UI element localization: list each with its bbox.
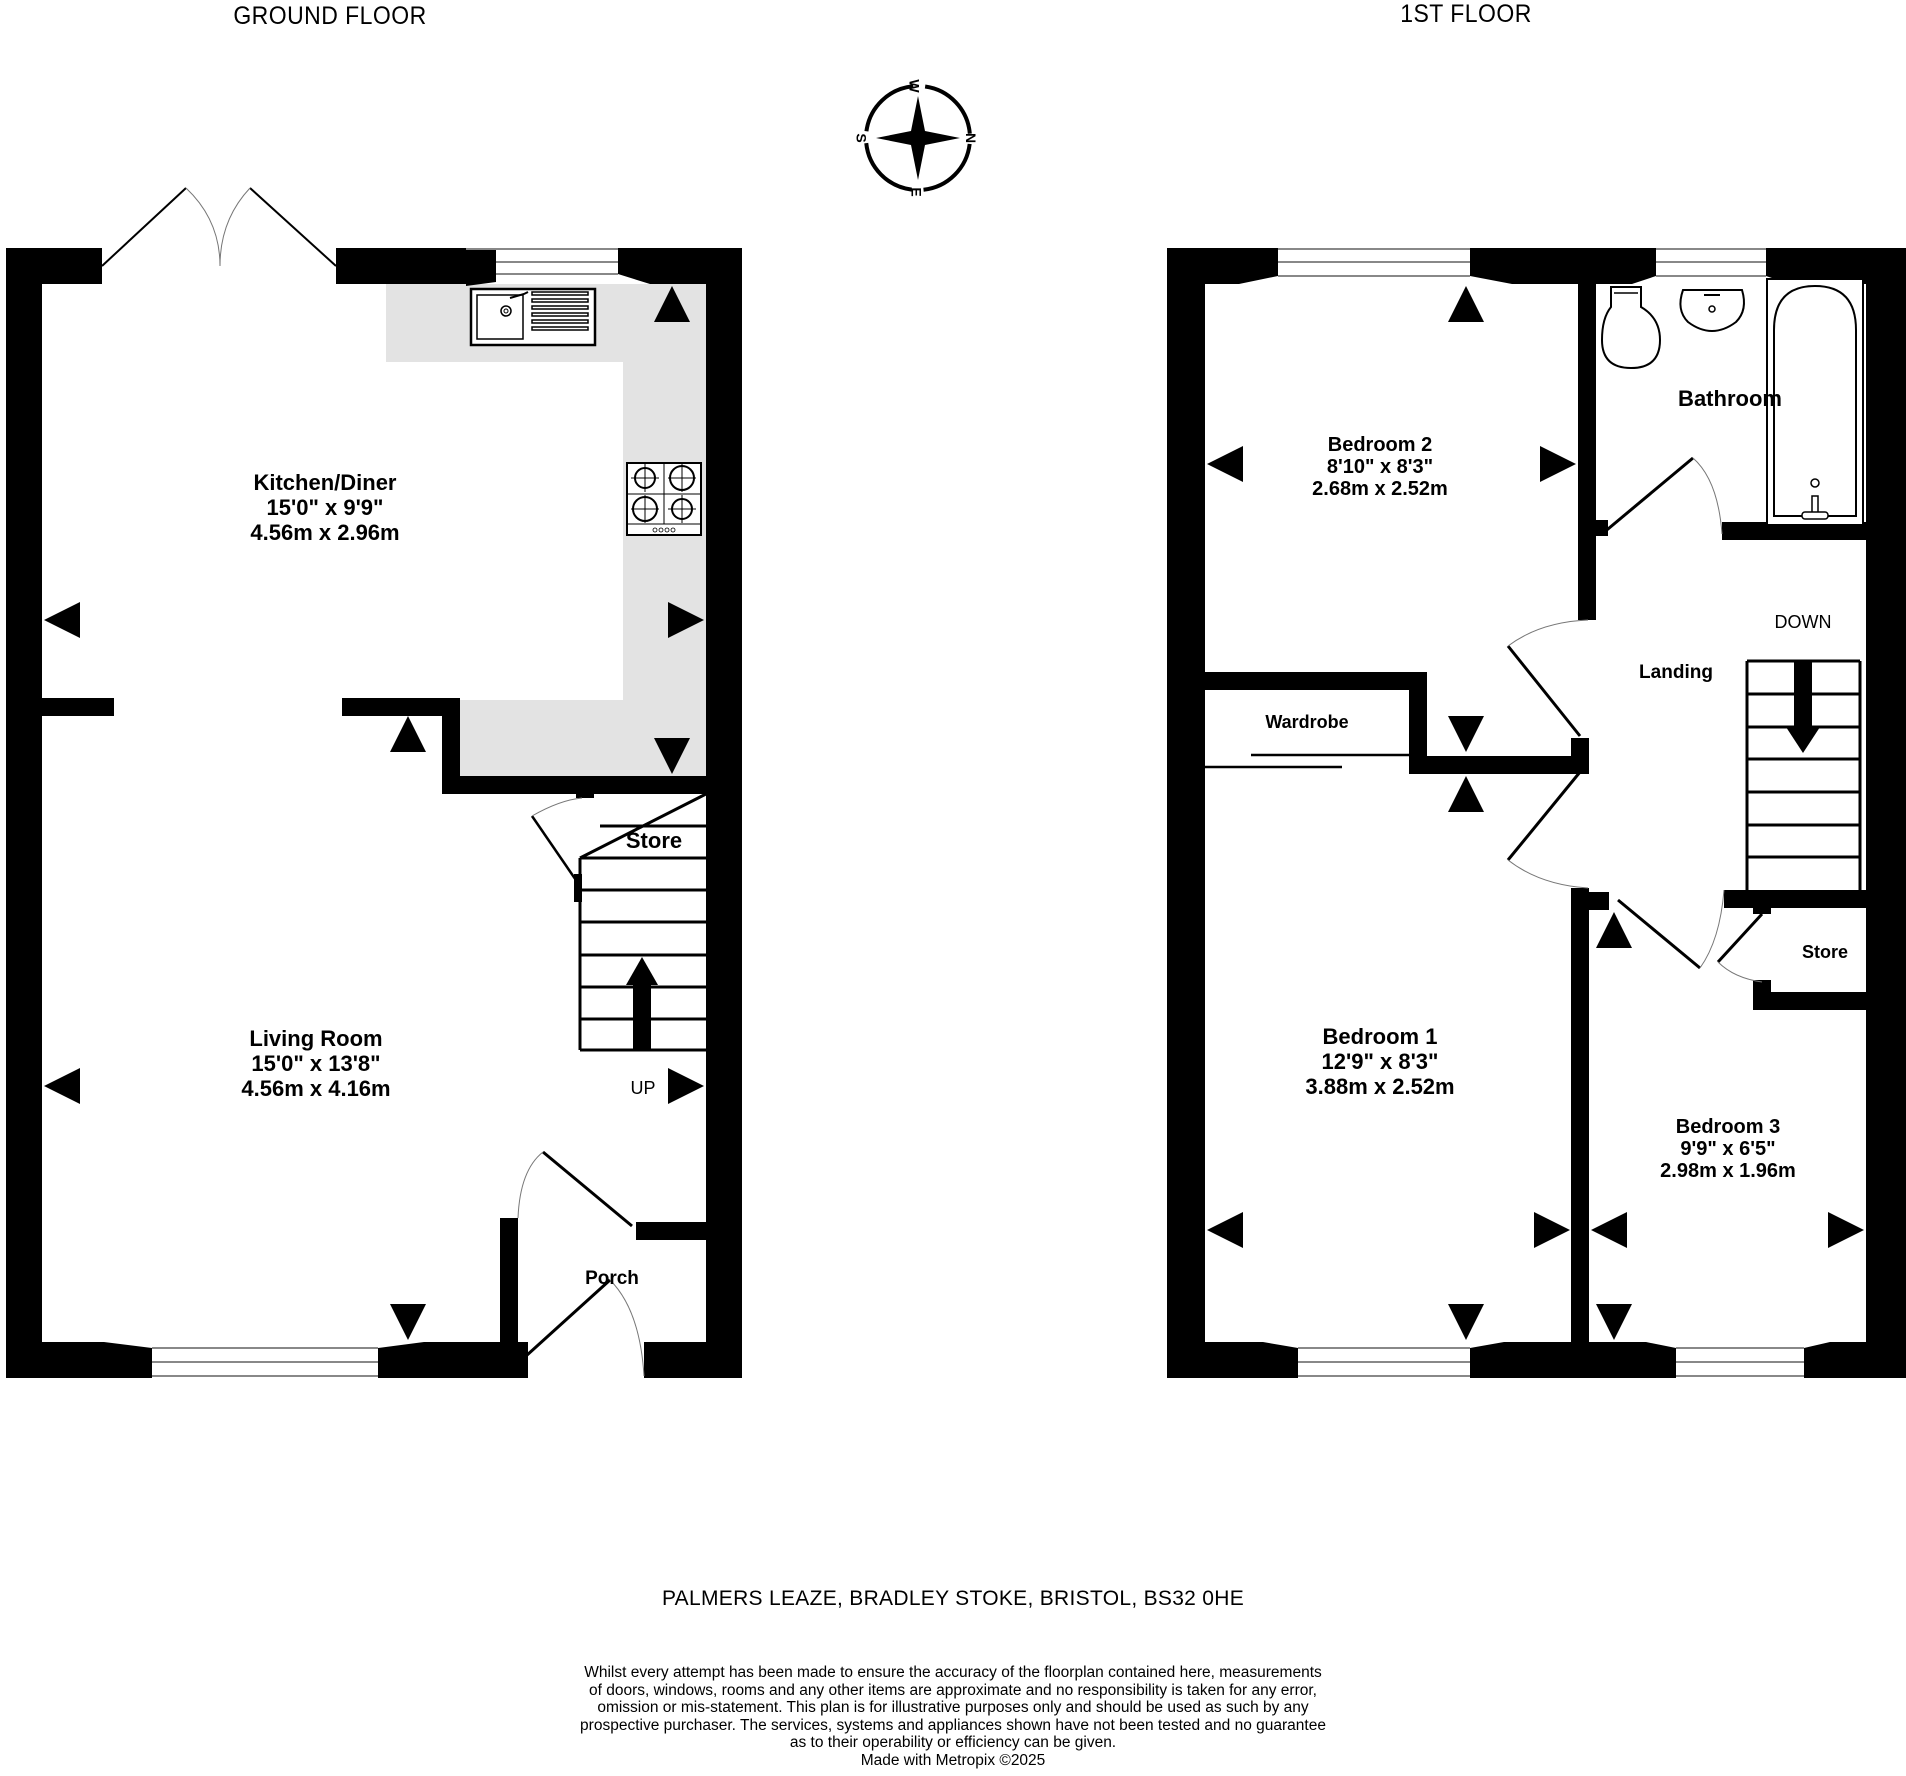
stairs-up-label: UP [630,1078,656,1098]
first-floor-plan [1167,248,1906,1378]
compass-label-w: W [906,79,923,93]
room-name: Bedroom 3 [1675,1116,1781,1138]
room-metric-dims: 2.68m x 2.52m [1312,478,1448,500]
room-imperial-dims: 8'10" x 8'3" [1326,456,1434,478]
first-floor-windows [1278,248,1804,1377]
room-name: Bedroom 2 [1327,434,1433,456]
stairs-down-arrow-icon [1786,661,1820,753]
room-imperial-dims: 9'9" x 6'5" [1680,1138,1776,1160]
room-landing: Landing [1639,662,1713,683]
measurement-arrows-first [1207,286,1864,1340]
room-imperial-dims: 15'0" x 9'9" [266,495,384,520]
basin-icon [1679,289,1745,332]
room-bathroom: Bathroom [1678,386,1782,411]
sink-icon [469,287,597,347]
compass-icon [864,84,972,192]
room-name: Living Room [249,1026,383,1051]
stairs-down-label: DOWN [1774,612,1832,632]
disclaimer-line: as to their operability or efficiency ca… [789,1734,1117,1751]
room-bedroom-1: Bedroom 1 12'9" x 8'3" 3.88m x 2.52m [1305,1024,1454,1099]
room-kitchen-diner: Kitchen/Diner 15'0" x 9'9" 4.56m x 2.96m [250,470,399,545]
compass-label-n: N [963,132,980,144]
living-room-window [152,1347,378,1377]
first-floor-doors [1506,456,1764,983]
compass-label-s: S [853,133,870,143]
kitchen-counter [386,284,706,776]
ground-floor-plan [6,187,742,1378]
room-imperial-dims: 15'0" x 13'8" [251,1051,381,1076]
room-living-room: Living Room 15'0" x 13'8" 4.56m x 4.16m [241,1026,390,1101]
first-floor-title: 1ST FLOOR [1400,0,1532,28]
room-wardrobe: Wardrobe [1265,712,1349,732]
disclaimer-line: of doors, windows, rooms and any other i… [588,1681,1317,1699]
room-metric-dims: 4.56m x 2.96m [250,520,400,545]
ground-floor-title: GROUND FLOOR [233,2,427,30]
room-bedroom-3: Bedroom 3 9'9" x 6'5" 2.98m x 1.96m [1660,1116,1796,1182]
room-store-ground: Store [625,828,683,853]
interior-walls-ground [42,698,742,1378]
room-metric-dims: 3.88m x 2.52m [1305,1074,1455,1099]
staircase-first [1745,659,1862,890]
toilet-icon [1600,286,1662,370]
room-store-first: Store [1801,942,1849,962]
staircase-ground [530,792,707,1052]
room-metric-dims: 4.56m x 4.16m [241,1076,391,1101]
hob-icon [626,462,702,536]
credit-line: Made with Metropix ©2025 [860,1751,1046,1769]
compass-label-e: E [908,187,925,197]
porch-doors [517,1150,645,1377]
exterior-walls [6,248,742,1378]
stairs-up-arrow-icon [626,957,658,1050]
room-porch: Porch [585,1268,639,1289]
room-name: Bedroom 1 [1322,1024,1438,1049]
disclaimer-line: omission or mis-statement. This plan is … [597,1699,1309,1716]
disclaimer: Whilst every attempt has been made to en… [553,1664,1353,1769]
bathtub-icon [1766,278,1864,526]
kitchen-window [466,248,618,275]
french-doors [101,187,337,267]
room-imperial-dims: 12'9" x 8'3" [1321,1049,1439,1074]
wardrobe-doors [1205,753,1409,769]
room-metric-dims: 2.98m x 1.96m [1660,1160,1796,1182]
disclaimer-line: prospective purchaser. The services, sys… [580,1716,1326,1734]
interior-walls-first [1205,248,1866,1378]
room-name: Kitchen/Diner [253,470,397,495]
measurement-arrows-ground [44,286,704,1340]
disclaimer-line: Whilst every attempt has been made to en… [584,1664,1322,1681]
property-address: PALMERS LEAZE, BRADLEY STOKE, BRISTOL, B… [661,1587,1245,1610]
room-bedroom-2: Bedroom 2 8'10" x 8'3" 2.68m x 2.52m [1312,434,1448,500]
